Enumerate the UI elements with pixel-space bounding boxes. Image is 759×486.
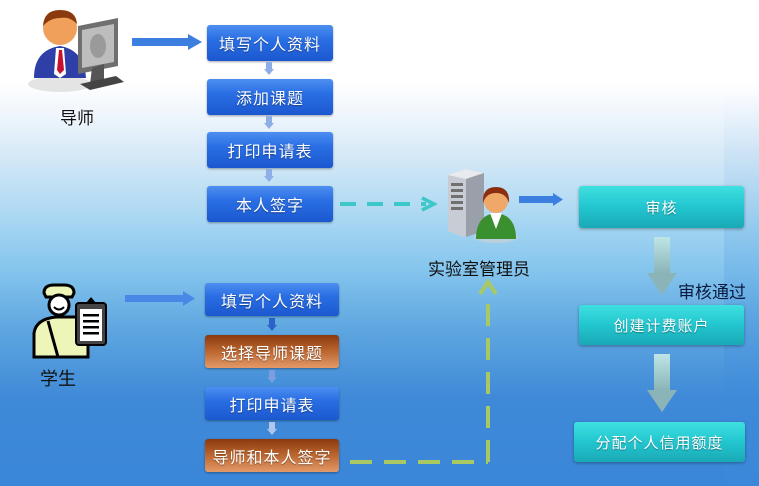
allocate-credit-step[interactable]: 分配个人信用额度	[574, 422, 745, 462]
student-clipboard-icon	[32, 281, 112, 361]
teacher-to-flow-arrow	[132, 34, 202, 50]
review-step[interactable]: 审核	[579, 186, 744, 228]
background-panel	[724, 90, 759, 486]
teacher-to-admin-dashed-arrow	[340, 196, 438, 212]
teacher-step-sign[interactable]: 本人签字	[207, 186, 333, 222]
student-to-admin-dashed-arrow	[350, 278, 498, 464]
admin-label: 实验室管理员	[428, 260, 530, 280]
student-label: 学生	[40, 369, 76, 390]
student-step-fill-profile[interactable]: 填写个人资料	[205, 283, 339, 316]
teacher-computer-icon	[20, 4, 130, 94]
teacher-label: 导师	[60, 109, 94, 129]
teacher-step-add-topic[interactable]: 添加课题	[207, 79, 333, 115]
student-step-print-form[interactable]: 打印申请表	[205, 387, 339, 420]
approved-down-arrow-icon	[647, 237, 677, 295]
teacher-step-fill-profile[interactable]: 填写个人资料	[207, 25, 333, 61]
down-arrow-icon	[267, 370, 277, 383]
create-account-step[interactable]: 创建计费账户	[579, 305, 744, 345]
student-to-flow-arrow	[125, 291, 195, 306]
down-arrow-icon	[267, 318, 277, 331]
down-arrow-icon	[264, 169, 274, 182]
down-arrow-icon	[647, 354, 677, 412]
admin-server-icon	[440, 165, 520, 245]
student-step-select-topic[interactable]: 选择导师课题	[205, 335, 339, 368]
down-arrow-icon	[267, 422, 277, 435]
admin-to-review-arrow	[519, 193, 563, 206]
student-step-sign[interactable]: 导师和本人签字	[205, 439, 339, 472]
teacher-step-print-form[interactable]: 打印申请表	[207, 132, 333, 168]
approved-label: 审核通过	[678, 283, 746, 303]
down-arrow-icon	[264, 116, 274, 129]
down-arrow-icon	[264, 62, 274, 75]
